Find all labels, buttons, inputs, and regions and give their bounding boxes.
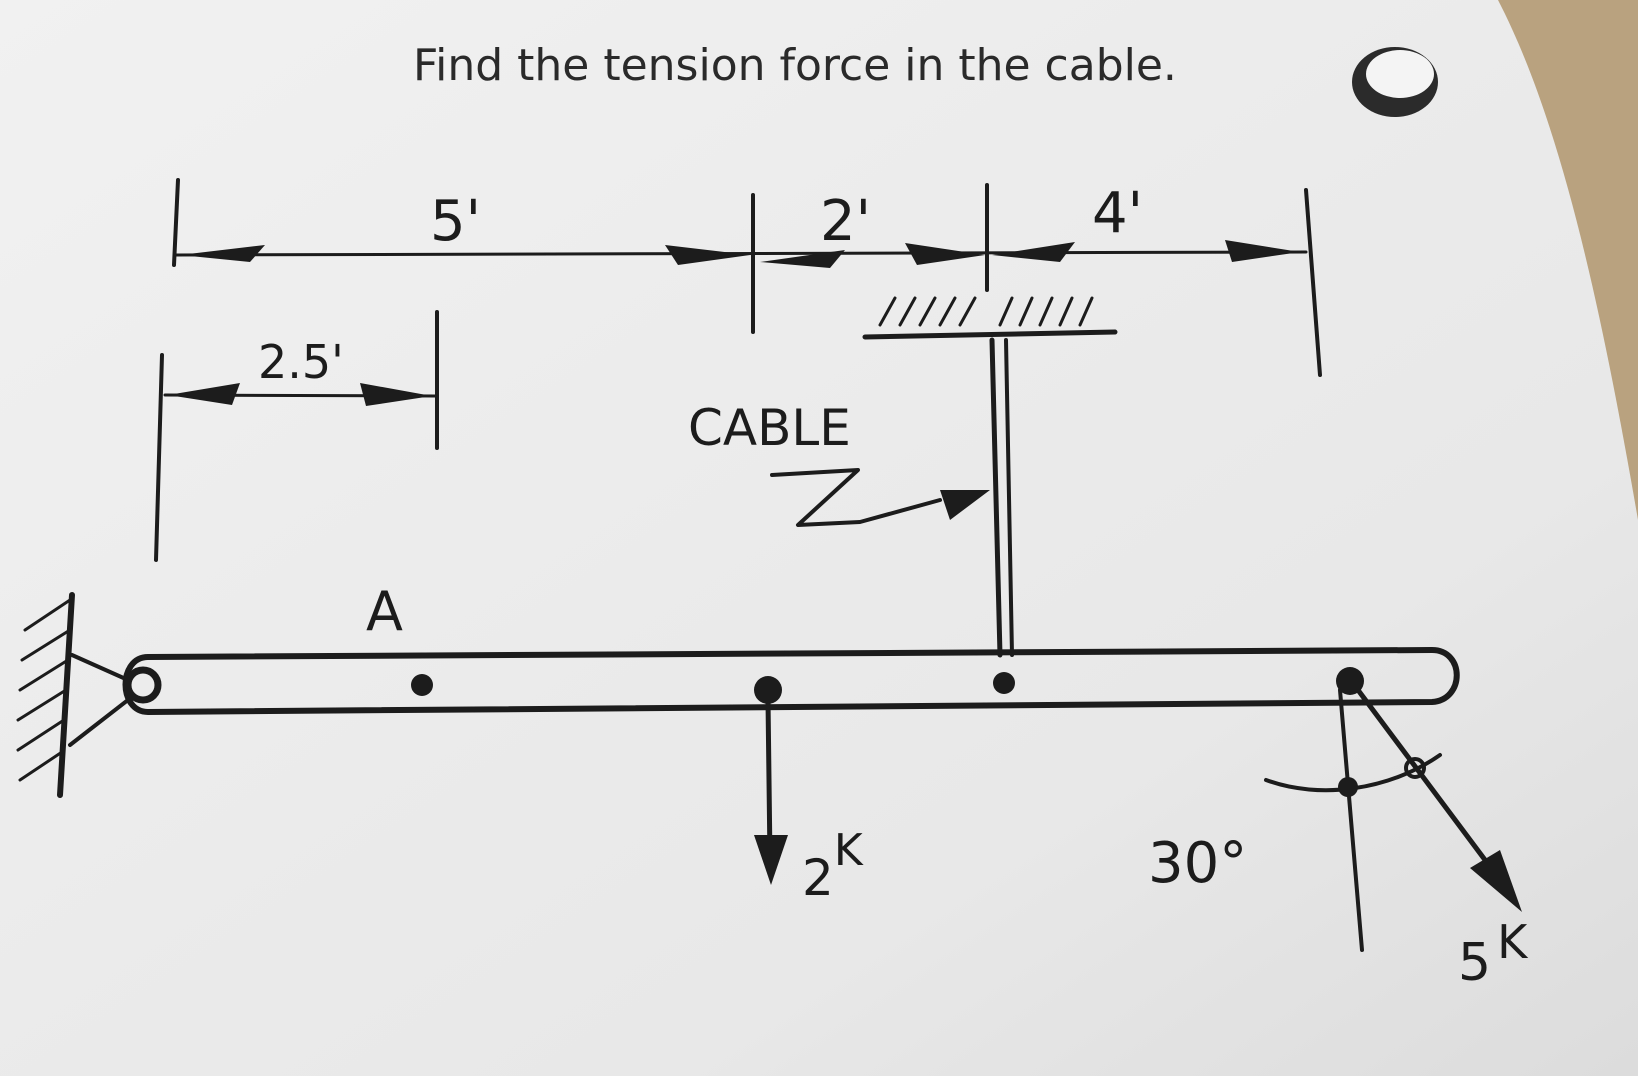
beam — [122, 647, 1460, 715]
cable-label: CABLE — [688, 399, 851, 457]
point-a-marker — [411, 674, 433, 696]
point-a-label: A — [366, 580, 403, 643]
inclined-load-arrow — [1264, 687, 1522, 952]
dimension-lines — [154, 178, 1322, 562]
pin-support — [124, 666, 162, 704]
ceiling-support — [862, 296, 1118, 340]
wall-support — [16, 592, 130, 798]
cable-leader-arrow — [770, 468, 990, 527]
dimension-left-label: 5' — [430, 189, 481, 254]
dimension-right-label: 4' — [1092, 181, 1143, 246]
problem-title: Find the tension force in the cable. — [413, 40, 1177, 91]
vertical-load-label: 2K — [802, 825, 864, 907]
dimension-middle-label: 2' — [820, 189, 871, 254]
vertical-load-arrow — [754, 697, 788, 885]
angle-label: 30° — [1148, 831, 1247, 896]
cable — [989, 337, 1015, 694]
dimension-a-offset-label: 2.5' — [258, 335, 344, 389]
